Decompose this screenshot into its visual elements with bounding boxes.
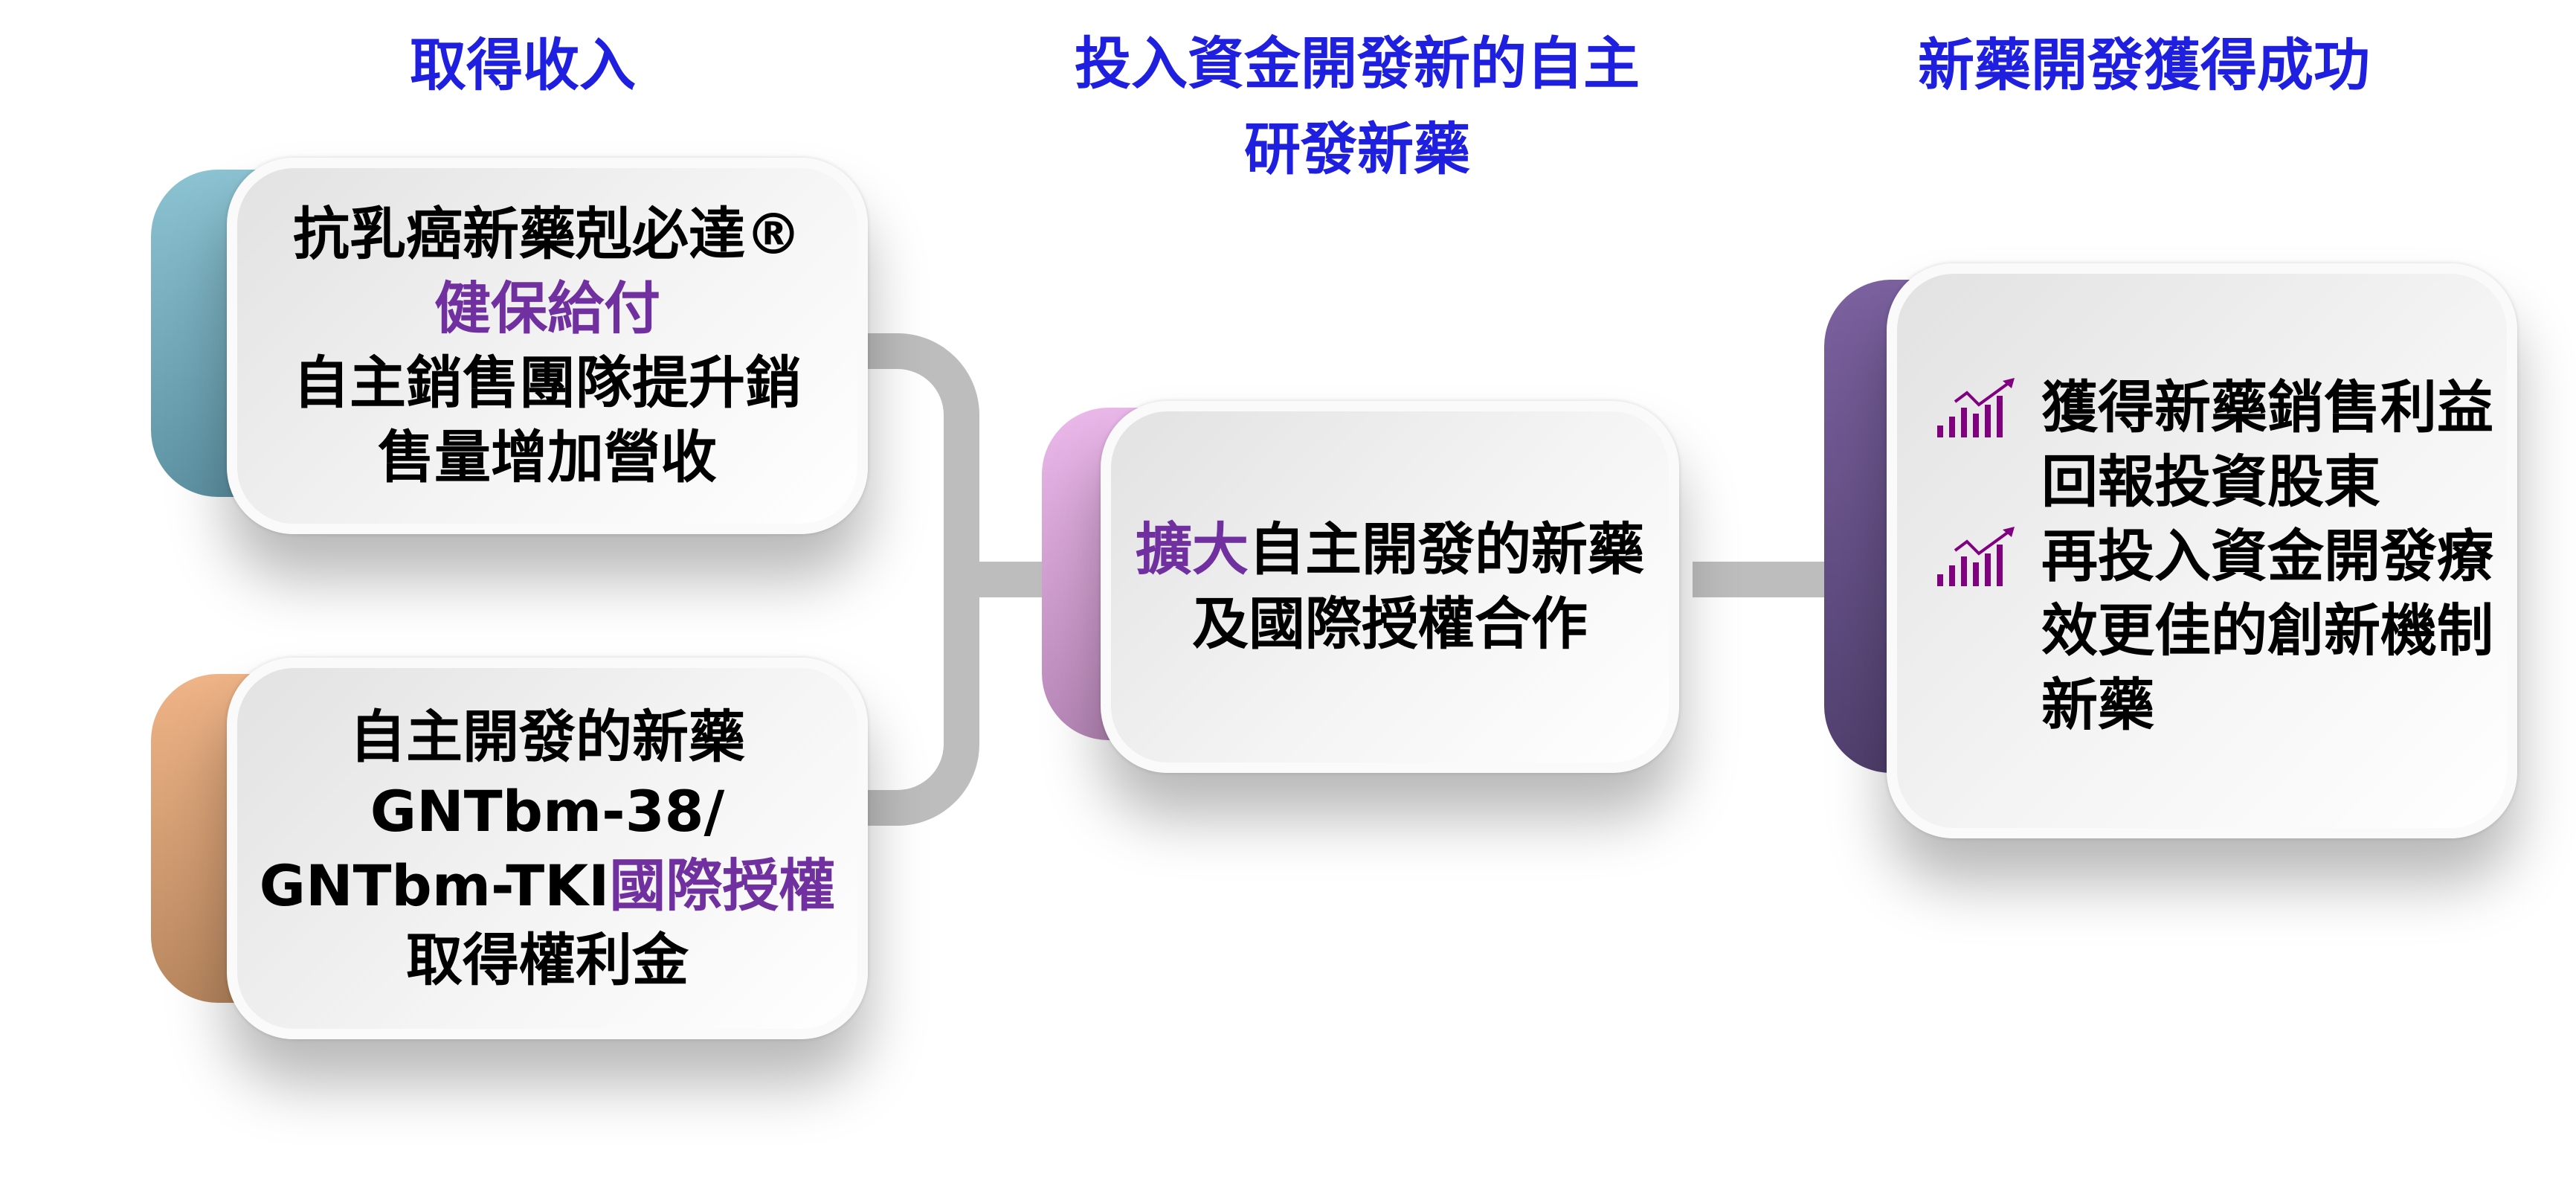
bullet-1: 獲得新藥銷售利益 — [1934, 370, 2493, 445]
box1-line3: 自主銷售團隊提升銷 — [293, 350, 802, 416]
growth-chart-icon — [1937, 378, 2015, 437]
box-licensing: 自主開發的新藥 GNTbm-38/ GNTbm-TKI國際授權 取得權利金 — [227, 658, 868, 1039]
bullet-2: 再投入資金開發療 — [1934, 519, 2493, 594]
bracket-connector — [868, 333, 979, 826]
box2-line2: GNTbm-38/ — [370, 777, 725, 844]
header-get-revenue: 取得收入 — [410, 32, 636, 98]
header-invest: 投入資金開發新的自主 研發新藥 — [911, 21, 1803, 192]
box-revenue-sales: 抗乳癌新藥剋必達® 健保給付 自主銷售團隊提升銷 售量增加營收 — [227, 158, 868, 534]
box1-line4: 售量增加營收 — [378, 424, 717, 490]
box3-line2: 及國際授權合作 — [1192, 591, 1588, 657]
bullet2-line1: 再投入資金開發療 — [2041, 523, 2493, 589]
connector-to-right — [1693, 562, 1826, 597]
box2-line3-highlight: 國際授權 — [609, 852, 836, 919]
box-expand: 擴大自主開發的新藥 及國際授權合作 — [1101, 401, 1679, 773]
box1-line2: 健保給付 — [434, 275, 660, 341]
box2-line3-code: GNTbm-TKI — [259, 852, 610, 919]
connector-to-center — [974, 562, 1045, 597]
bullet1-line1: 獲得新藥銷售利益 — [2041, 374, 2493, 440]
header-invest-line1: 投入資金開發新的自主 — [1075, 31, 1640, 97]
header-success: 新藥開發獲得成功 — [1918, 32, 2370, 98]
box2-line1: 自主開發的新藥 — [350, 703, 745, 770]
box3-line1-rest: 自主開發的新藥 — [1249, 516, 1644, 582]
box3-line1: 擴大自主開發的新藥 — [1136, 513, 1644, 587]
box-success: 獲得新藥銷售利益 回報投資股東 再投入資金開發療 效更佳的創新機制 新藥 — [1887, 263, 2517, 838]
box1-line1: 抗乳癌新藥剋必達® — [293, 201, 802, 267]
box2-line4: 取得權利金 — [406, 926, 689, 993]
bullet1-line2: 回報投資股東 — [2041, 449, 2380, 515]
bullet2-line3: 新藥 — [2041, 672, 2154, 738]
header-invest-line2: 研發新藥 — [1244, 116, 1470, 182]
box2-line3: GNTbm-TKI國際授權 — [260, 849, 836, 923]
bullet2-line2: 效更佳的創新機制 — [2041, 597, 2493, 664]
box3-highlight: 擴大 — [1136, 516, 1249, 582]
growth-chart-icon — [1937, 527, 2015, 586]
